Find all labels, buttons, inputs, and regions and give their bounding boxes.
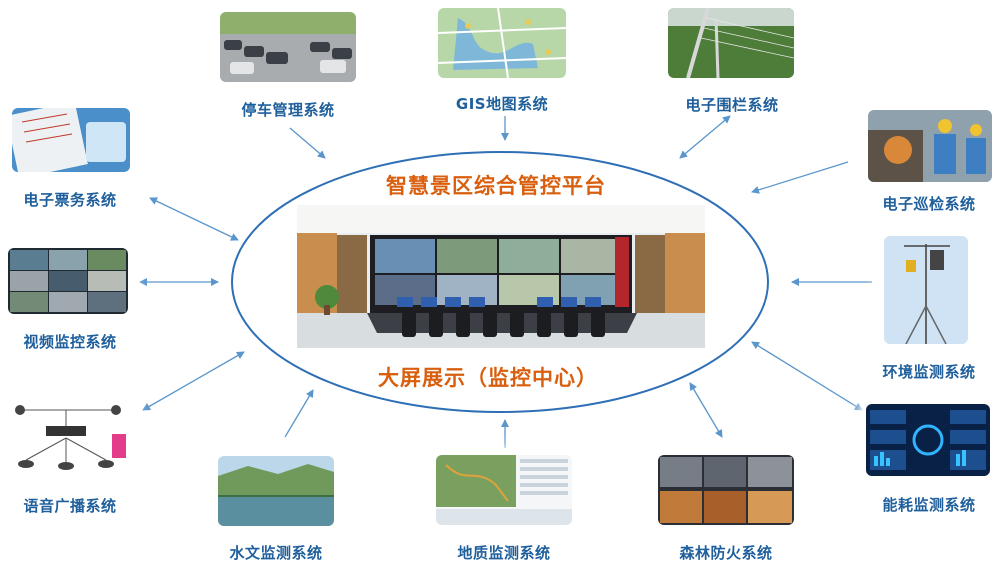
arrow-hydrology: [284, 389, 314, 438]
patrol-image: [868, 110, 992, 182]
video-label: 视频监控系统: [23, 333, 117, 351]
forest-fire-image: [658, 455, 794, 525]
parking-label: 停车管理系统: [241, 101, 335, 119]
arrow-energy: [751, 341, 863, 411]
fence-image: [668, 8, 794, 78]
broadcast-image: [6, 400, 130, 478]
arrow-fence: [679, 115, 731, 159]
gis-image: [438, 8, 566, 78]
arrow-parking: [289, 127, 326, 159]
environment-label: 环境监测系统: [882, 363, 976, 381]
hydrology-image: [218, 456, 334, 526]
gis-label: GIS地图系统: [455, 95, 549, 113]
broadcast-label: 语音广播系统: [23, 497, 117, 515]
energy-label: 能耗监测系统: [882, 496, 976, 514]
arrow-ticket: [149, 197, 239, 241]
fence-label: 电子围栏系统: [685, 96, 779, 114]
energy-image: [866, 404, 990, 476]
forest-fire-label: 森林防火系统: [679, 544, 773, 562]
platform-title: 智慧景区综合管控平台: [386, 174, 606, 198]
arrow-forest: [689, 382, 723, 438]
geology-image: [436, 455, 572, 525]
geology-label: 地质监测系统: [457, 544, 551, 562]
patrol-label: 电子巡检系统: [882, 195, 976, 213]
arrow-broadcast: [142, 351, 245, 411]
video-image: [8, 248, 128, 314]
ticket-label: 电子票务系统: [23, 191, 117, 209]
arrow-patrol: [751, 161, 849, 194]
platform-subtitle: 大屏展示（监控中心）: [378, 366, 598, 390]
monitoring-center-image: [297, 205, 705, 348]
ticket-image: [12, 108, 130, 172]
parking-image: [220, 12, 356, 82]
platform-ellipse: [231, 151, 769, 413]
hydrology-label: 水文监测系统: [229, 544, 323, 562]
environment-image: [884, 236, 968, 344]
